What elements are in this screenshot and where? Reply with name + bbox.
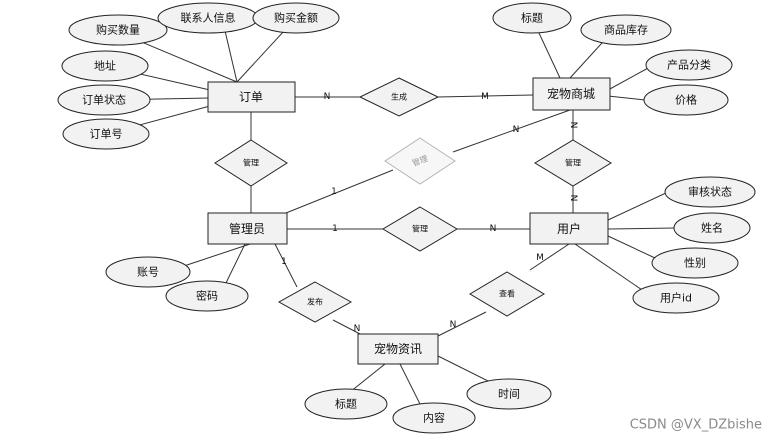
card-admin-manage-user: 1 bbox=[332, 224, 338, 234]
card-order-generate: N bbox=[324, 92, 331, 102]
line-publish-news bbox=[332, 319, 363, 336]
entity-admin-label: 管理员 bbox=[229, 221, 265, 236]
attr-order-no[interactable]: 订单号 bbox=[62, 118, 150, 150]
card-user-browse: M bbox=[536, 253, 544, 263]
attr-order-contact[interactable]: 联系人信息 bbox=[157, 2, 259, 34]
attr-order-address-label: 地址 bbox=[94, 59, 116, 73]
attr-mall-stock[interactable]: 商品库存 bbox=[580, 14, 672, 46]
attr-order-amount-label: 购买金额 bbox=[274, 11, 318, 25]
entity-pet-news-label: 宠物资讯 bbox=[374, 341, 422, 356]
relationship-browse[interactable]: 查看 bbox=[469, 271, 545, 317]
card-manage-user-end: N bbox=[490, 224, 497, 234]
line-manage-mall-end bbox=[452, 109, 571, 153]
relationship-generate-label: 生成 bbox=[391, 92, 407, 102]
attr-order-quantity[interactable]: 购买数量 bbox=[68, 14, 168, 46]
attr-news-content[interactable]: 内容 bbox=[392, 402, 476, 434]
line-news-title bbox=[349, 363, 386, 393]
card-mall-manage-top: N bbox=[568, 122, 578, 129]
watermark: CSDN @VX_DZbishe bbox=[630, 418, 762, 433]
relationship-manage-order-label: 管理 bbox=[243, 158, 259, 168]
entity-admin[interactable]: 管理员 bbox=[207, 212, 288, 245]
line-generate-mall bbox=[437, 94, 534, 98]
entity-pet-mall-label: 宠物商城 bbox=[547, 86, 595, 101]
relationship-manage-user-label: 管理 bbox=[412, 224, 428, 234]
relationship-publish-label: 发布 bbox=[307, 297, 323, 307]
attr-mall-price-label: 价格 bbox=[675, 93, 697, 107]
relationship-generate[interactable]: 生成 bbox=[358, 77, 440, 117]
attr-user-audit[interactable]: 审核状态 bbox=[664, 176, 756, 208]
attr-user-gender[interactable]: 性别 bbox=[651, 247, 739, 279]
line-news-time bbox=[429, 351, 491, 383]
entity-order[interactable]: 订单 bbox=[207, 81, 296, 113]
relationship-manage-user[interactable]: 管理 bbox=[382, 206, 458, 252]
attr-user-id[interactable]: 用户id bbox=[632, 282, 720, 314]
attr-mall-title-label: 标题 bbox=[521, 11, 543, 25]
relationship-manage-mall[interactable]: 管理 bbox=[534, 139, 612, 187]
attr-order-address[interactable]: 地址 bbox=[61, 50, 149, 82]
attr-mall-category[interactable]: 产品分类 bbox=[645, 49, 733, 81]
attr-mall-stock-label: 商品库存 bbox=[604, 23, 648, 37]
connector-lines bbox=[103, 17, 676, 405]
card-publish-news: N bbox=[354, 324, 361, 334]
attr-news-time[interactable]: 时间 bbox=[466, 378, 552, 410]
attr-user-gender-label: 性别 bbox=[684, 256, 706, 270]
attr-user-name[interactable]: 姓名 bbox=[673, 212, 751, 244]
card-generate-mall: M bbox=[481, 92, 489, 102]
attr-mall-category-label: 产品分类 bbox=[667, 58, 711, 72]
line-news-browse bbox=[437, 311, 487, 337]
attr-mall-price[interactable]: 价格 bbox=[643, 84, 729, 116]
line-user-audit bbox=[607, 191, 669, 221]
attr-admin-account-label: 账号 bbox=[137, 266, 159, 279]
attr-news-time-label: 时间 bbox=[498, 388, 520, 401]
attr-admin-password-label: 密码 bbox=[196, 289, 218, 303]
attr-admin-password[interactable]: 密码 bbox=[165, 280, 249, 312]
line-mall-category bbox=[607, 66, 651, 91]
line-admin-publish bbox=[274, 243, 298, 288]
line-admin-password bbox=[224, 243, 246, 286]
relationship-manage-user-mall[interactable]: 管理 bbox=[384, 137, 456, 185]
attr-user-audit-label: 审核状态 bbox=[688, 185, 732, 199]
line-browse-user bbox=[529, 243, 570, 271]
attr-order-no-label: 订单号 bbox=[90, 128, 123, 141]
attr-news-content-label: 内容 bbox=[423, 411, 445, 425]
relationship-manage-order[interactable]: 管理 bbox=[214, 139, 288, 187]
line-admin-account bbox=[177, 243, 251, 269]
attr-order-contact-label: 联系人信息 bbox=[181, 11, 236, 25]
cardinality-labels: N M N N 1 N 1 N 1 N N M bbox=[281, 92, 578, 334]
relationship-publish[interactable]: 发布 bbox=[277, 281, 353, 323]
attr-order-status[interactable]: 订单状态 bbox=[57, 84, 151, 116]
attr-order-quantity-label: 购买数量 bbox=[96, 23, 140, 37]
card-admin-publish: 1 bbox=[281, 257, 287, 267]
attr-order-amount[interactable]: 购买金额 bbox=[252, 2, 340, 34]
line-user-id bbox=[574, 243, 646, 293]
relationship-manage-mall-label: 管理 bbox=[565, 158, 581, 168]
attr-news-title[interactable]: 标题 bbox=[304, 388, 388, 420]
line-user-name bbox=[607, 227, 676, 230]
relationship-browse-label: 查看 bbox=[499, 289, 515, 299]
entity-user[interactable]: 用户 bbox=[529, 212, 609, 245]
card-manage-mall-end: N bbox=[513, 125, 520, 135]
attr-mall-title[interactable]: 标题 bbox=[492, 2, 572, 34]
entity-user-label: 用户 bbox=[557, 221, 581, 236]
attr-user-name-label: 姓名 bbox=[701, 221, 723, 235]
line-admin-manage-mall bbox=[285, 169, 394, 214]
card-browse-news: N bbox=[450, 320, 457, 330]
entity-pet-news[interactable]: 宠物资讯 bbox=[357, 333, 439, 365]
attr-news-title-label: 标题 bbox=[335, 397, 357, 411]
line-user-gender bbox=[607, 235, 656, 259]
card-admin-manage-mall: 1 bbox=[331, 187, 337, 197]
line-mall-price bbox=[607, 95, 646, 101]
attr-admin-account[interactable]: 账号 bbox=[105, 256, 191, 288]
entity-order-label: 订单 bbox=[239, 90, 263, 104]
entity-pet-mall[interactable]: 宠物商城 bbox=[532, 77, 611, 111]
attr-order-status-label: 订单状态 bbox=[82, 93, 126, 107]
line-news-content bbox=[399, 363, 421, 405]
card-mall-manage-bottom: N bbox=[568, 195, 578, 202]
attr-user-id-label: 用户id bbox=[660, 291, 692, 305]
